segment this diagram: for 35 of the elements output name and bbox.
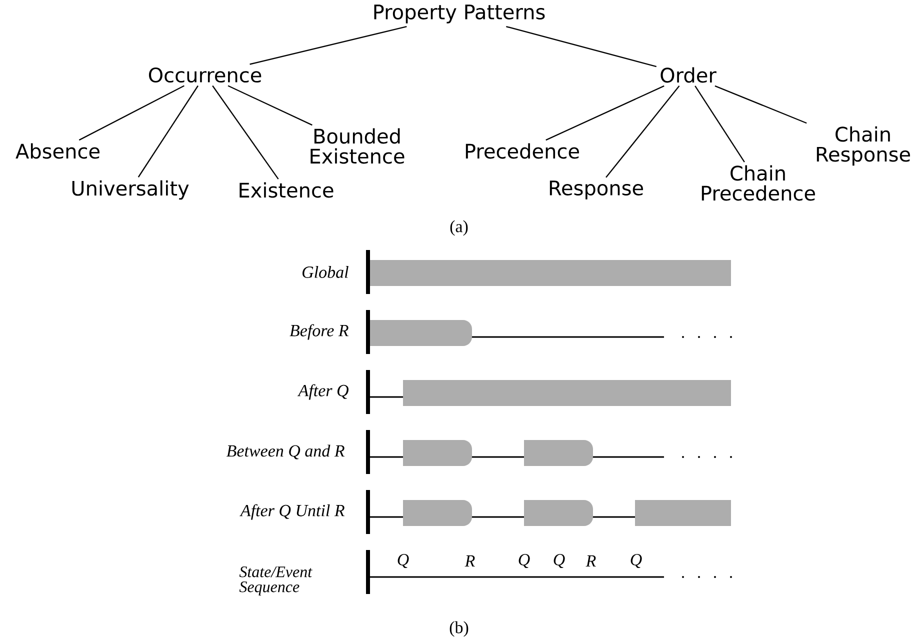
tree-label: Existence [240,182,334,198]
event-letter: R [586,555,596,567]
tree-label: Response [550,180,643,200]
tree-line [212,85,279,180]
tree-label: Order [660,67,716,83]
tree-line [694,86,745,162]
scope-label: Global [302,266,348,278]
event-letter: Q [630,554,642,568]
event-letter: R [464,555,475,567]
tree-line [250,26,407,65]
tree-label: Occurrence [148,67,262,83]
tree-line [228,85,312,126]
tree-line [78,85,184,141]
scope-label: Between Q and R [226,444,345,460]
tree-label: Property Patterns [374,4,545,24]
tree-label: Chain Response [816,126,910,166]
tree-line [714,85,807,124]
event-letter: Q [398,554,409,568]
scope-label: State/Event Sequence [239,566,312,596]
tree-label: Universality [72,180,189,200]
scope-label: Before R [290,324,349,340]
tree-label: Absence [16,143,100,159]
tree-line [506,26,657,68]
tree-line [606,86,680,178]
tree-line [138,85,198,178]
scope-label: After Q [297,384,348,400]
tree-label: Precedence [466,143,579,159]
scope-label: After Q Until R [240,504,345,520]
subfigure-caption: (a) [450,220,468,236]
subfigure-caption: (b) [450,621,468,637]
tree-label: Chain Precedence [702,165,815,201]
tree-label: Bounded Existence [310,128,404,164]
event-letter: Q [518,554,530,568]
event-letter: Q [554,554,565,568]
tree-line [546,85,664,141]
